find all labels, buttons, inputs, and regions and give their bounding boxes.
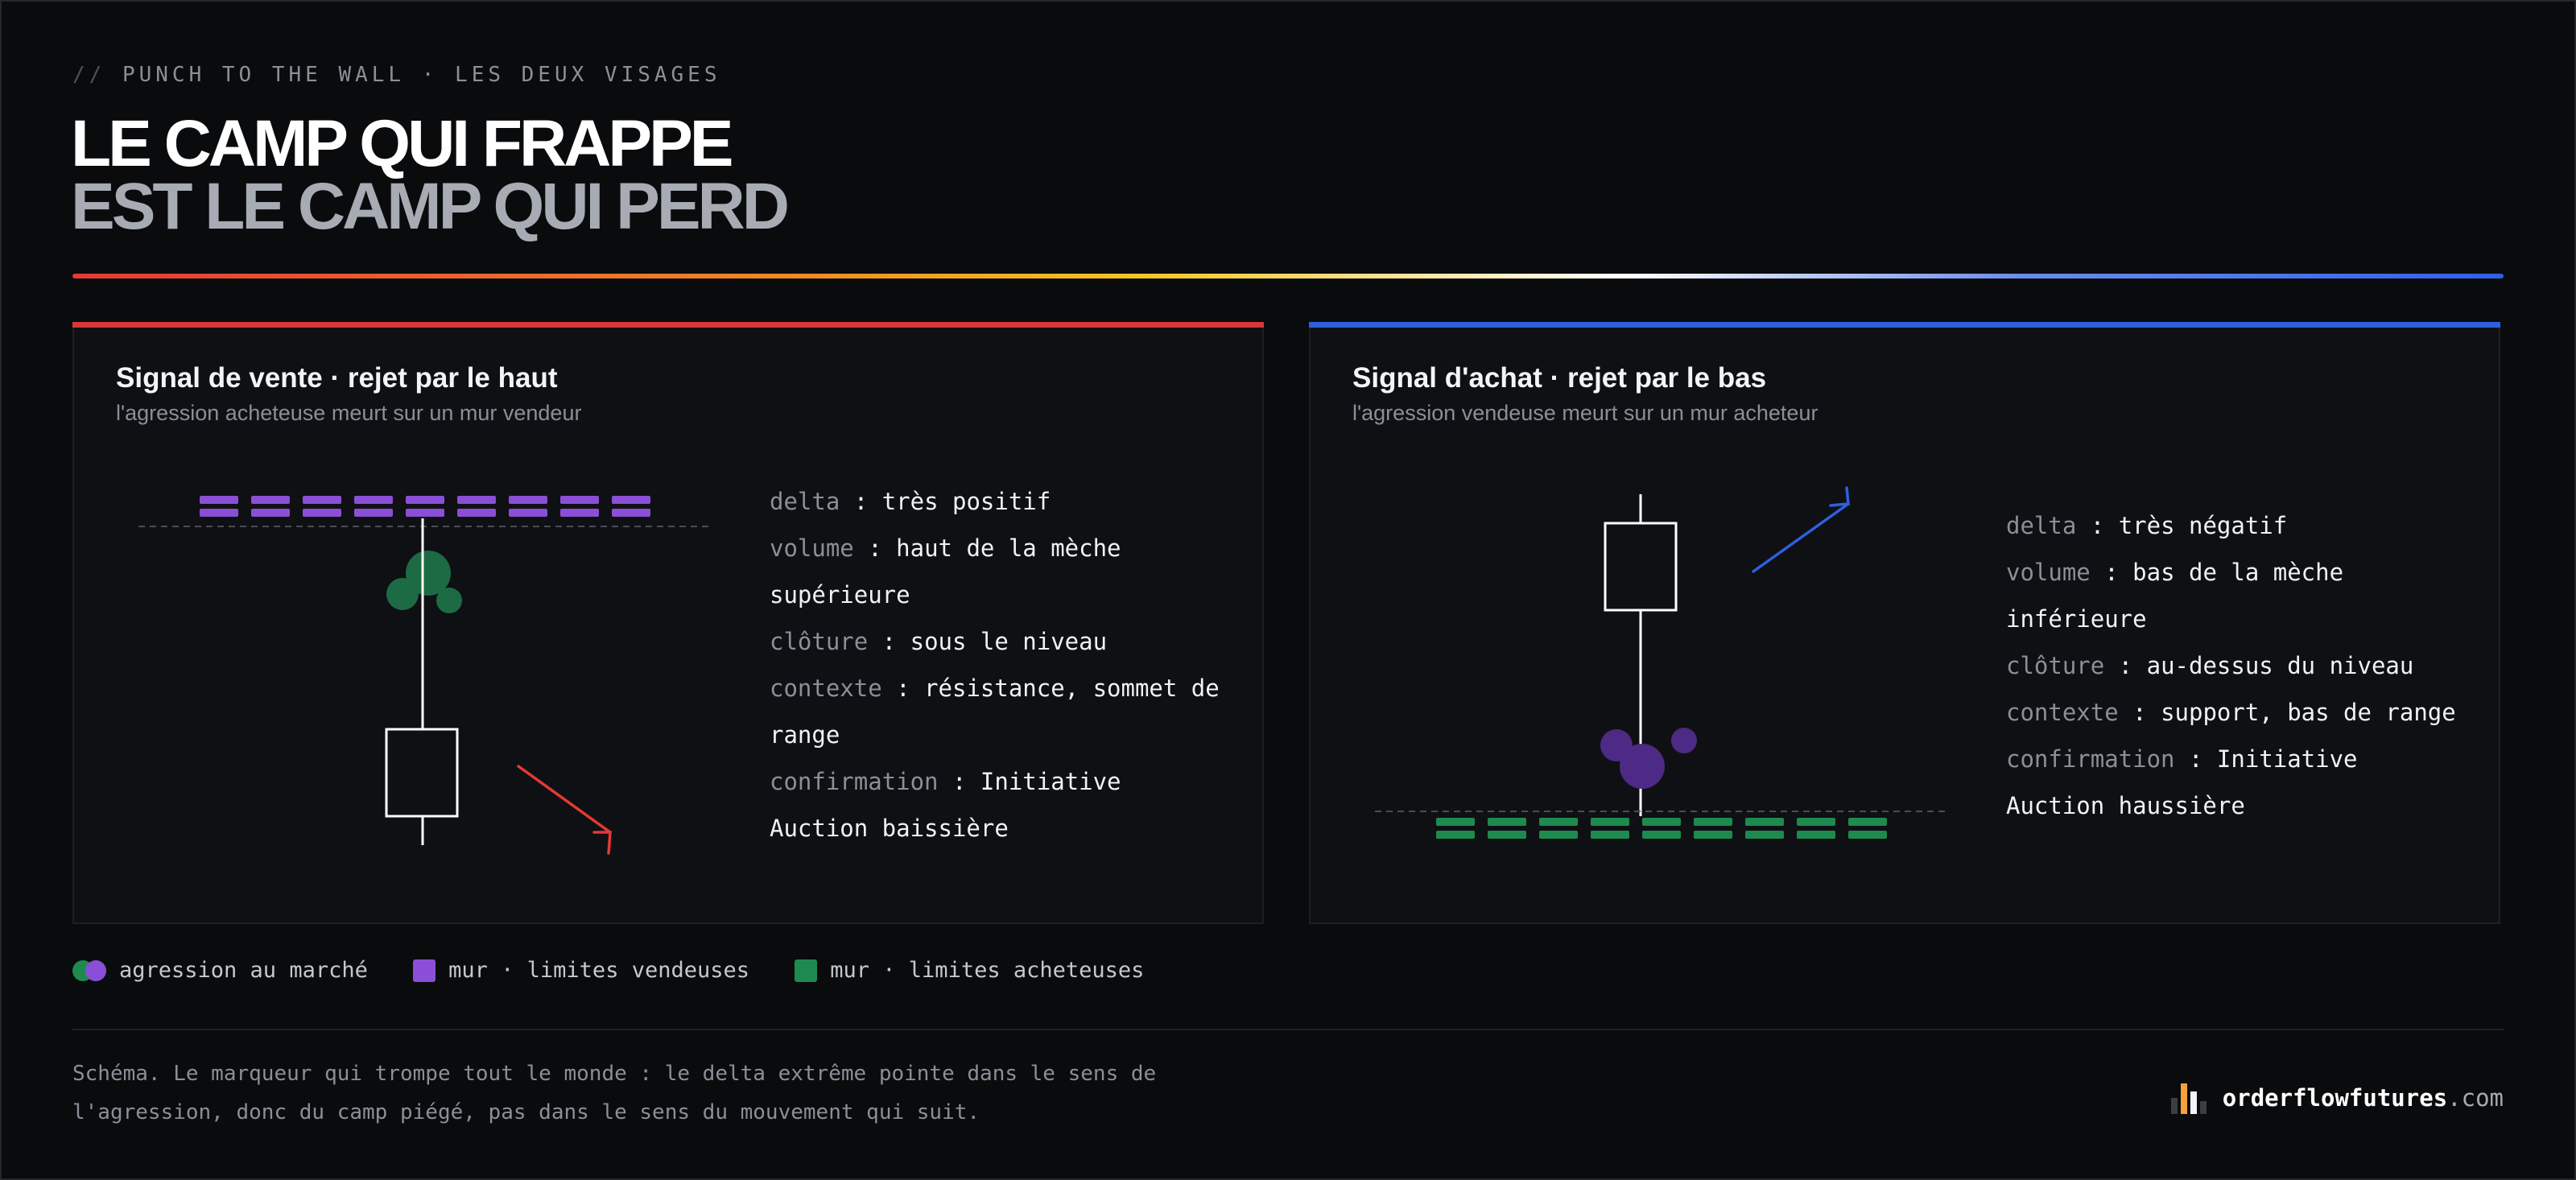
sell-spec-context: contexte : résistance, sommet de range bbox=[770, 675, 1220, 749]
buy-aggression-bubbles bbox=[386, 551, 462, 613]
sell-signal-panel: Signal de vente · rejet par le haut l'ag… bbox=[72, 322, 1264, 924]
kicker-slashes: // bbox=[72, 63, 106, 87]
sell-aggression-bubbles bbox=[1600, 728, 1697, 789]
title-line-2: EST LE CAMP QUI PERD bbox=[71, 170, 790, 243]
sell-panel-subtitle: l'agression acheteuse meurt sur un mur v… bbox=[116, 401, 582, 425]
buy-spec-confirmation: confirmation : Initiative Auction haussi… bbox=[2006, 745, 2358, 819]
buy-spec-volume: volume : bas de la mèche inférieure bbox=[2006, 559, 2344, 633]
sell-specs: delta : très positif volume : haut de la… bbox=[770, 478, 1220, 852]
sell-panel-title: Signal de vente · rejet par le haut bbox=[116, 362, 558, 394]
gradient-divider bbox=[72, 274, 2504, 278]
buy-up-arrow-icon bbox=[1752, 486, 1850, 573]
buy-diagram bbox=[1375, 486, 1946, 839]
sell-panel-accent-bar bbox=[72, 322, 1264, 328]
sell-spec-confirmation: confirmation : Initiative Auction baissi… bbox=[770, 768, 1121, 842]
green-square-icon bbox=[795, 959, 818, 982]
buy-spec-close: clôture : au-dessus du niveau bbox=[2006, 652, 2414, 679]
brand-tld: .com bbox=[2447, 1084, 2504, 1112]
buy-candle-body bbox=[1604, 522, 1678, 612]
legend-buy-wall: mur · limites acheteuses bbox=[795, 958, 1144, 983]
buy-panel-title: Signal d'achat · rejet par le bas bbox=[1352, 362, 1767, 394]
sell-spec-delta: delta : très positif bbox=[770, 488, 1051, 515]
buy-panel-accent-bar bbox=[1309, 322, 2500, 328]
aggression-dots-icon bbox=[72, 959, 108, 982]
buy-spec-delta: delta : très négatif bbox=[2006, 512, 2288, 539]
footer-divider bbox=[72, 1029, 2504, 1030]
legend-sell-wall: mur · limites vendeuses bbox=[413, 958, 749, 983]
legend: agression au marché mur · limites vendeu… bbox=[72, 958, 1176, 988]
brand: orderflowfutures.com bbox=[2169, 1080, 2504, 1116]
footer-caption: Schéma. Le marqueur qui trompe tout le m… bbox=[72, 1062, 1157, 1124]
bar-chart-logo-icon bbox=[2170, 1083, 2207, 1114]
buy-panel-subtitle: l'agression vendeuse meurt sur un mur ac… bbox=[1352, 401, 1818, 425]
title-line-1: LE CAMP QUI FRAPPE bbox=[71, 107, 733, 180]
legend-aggression: agression au marché bbox=[72, 958, 368, 983]
buy-specs: delta : très négatif volume : bas de la … bbox=[2006, 502, 2457, 829]
sell-candle-body bbox=[385, 728, 459, 818]
kicker: // PUNCH TO THE WALL · LES DEUX VISAGES bbox=[72, 63, 721, 87]
sell-diagram bbox=[138, 496, 710, 855]
purple-square-icon bbox=[413, 959, 436, 982]
brand-name: orderflowfutures bbox=[2222, 1084, 2448, 1112]
sell-down-arrow-icon bbox=[517, 765, 612, 855]
buy-spec-context: contexte : support, bas de range bbox=[2006, 699, 2456, 726]
buy-signal-panel: Signal d'achat · rejet par le bas l'agre… bbox=[1309, 322, 2500, 924]
sell-limit-wall bbox=[200, 496, 650, 517]
kicker-text: PUNCH TO THE WALL · LES DEUX VISAGES bbox=[122, 63, 721, 87]
buy-limit-wall bbox=[1436, 818, 1887, 839]
sell-spec-volume: volume : haut de la mèche supérieure bbox=[770, 534, 1121, 609]
sell-spec-close: clôture : sous le niveau bbox=[770, 628, 1108, 655]
